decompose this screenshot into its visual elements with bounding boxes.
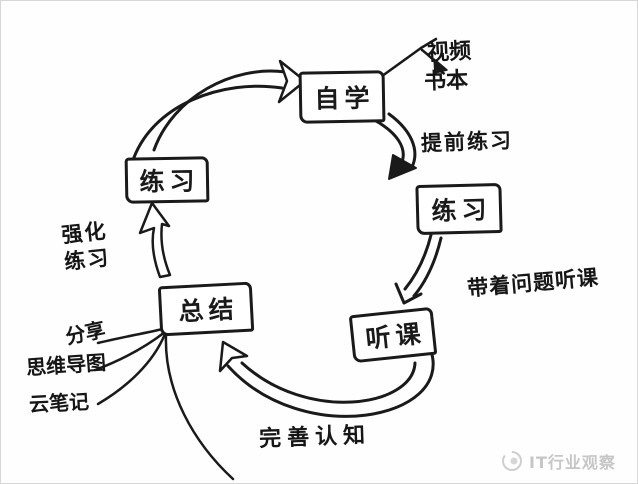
node-practice-left-label: 练习 <box>139 166 200 197</box>
node-practice-right: 练习 <box>415 182 503 236</box>
annotation-improve-cognition: 完善认知 <box>258 423 372 452</box>
arrow-self-study-to-practice-right <box>374 112 417 180</box>
node-summarize: 总结 <box>157 281 255 337</box>
watermark: IT行业观察 <box>501 449 616 473</box>
annotation-cloud-notes: 云笔记 <box>28 389 90 417</box>
arrow-listen-to-summarize <box>218 340 435 418</box>
node-practice-left: 练习 <box>124 156 210 204</box>
node-listen-class: 听课 <box>348 306 438 364</box>
connector-self-study-to-materials <box>376 37 448 81</box>
annotation-practice-ahead: 提前练习 <box>420 128 514 156</box>
connector-summarize-to-outputs <box>93 327 235 481</box>
watermark-logo-icon <box>502 451 522 471</box>
arrow-practice-right-to-listen <box>394 233 443 305</box>
annotation-mind-map: 思维导图 <box>25 350 107 380</box>
node-practice-right-label: 练习 <box>431 195 492 226</box>
annotation-reinforce-line2: 练习 <box>63 245 112 275</box>
arrow-summarize-to-practice-left <box>138 201 172 279</box>
node-self-study: 自学 <box>298 70 386 124</box>
annotation-reinforce-practice: 强化 练习 <box>60 218 111 277</box>
arrow-practice-left-to-self-study <box>130 59 307 165</box>
node-self-study-label: 自学 <box>314 83 375 114</box>
watermark-text: IT行业观察 <box>529 453 616 472</box>
node-listen-class-label: 听课 <box>364 318 427 354</box>
annotation-book: 书本 <box>423 68 469 95</box>
node-summarize-label: 总结 <box>177 294 240 327</box>
